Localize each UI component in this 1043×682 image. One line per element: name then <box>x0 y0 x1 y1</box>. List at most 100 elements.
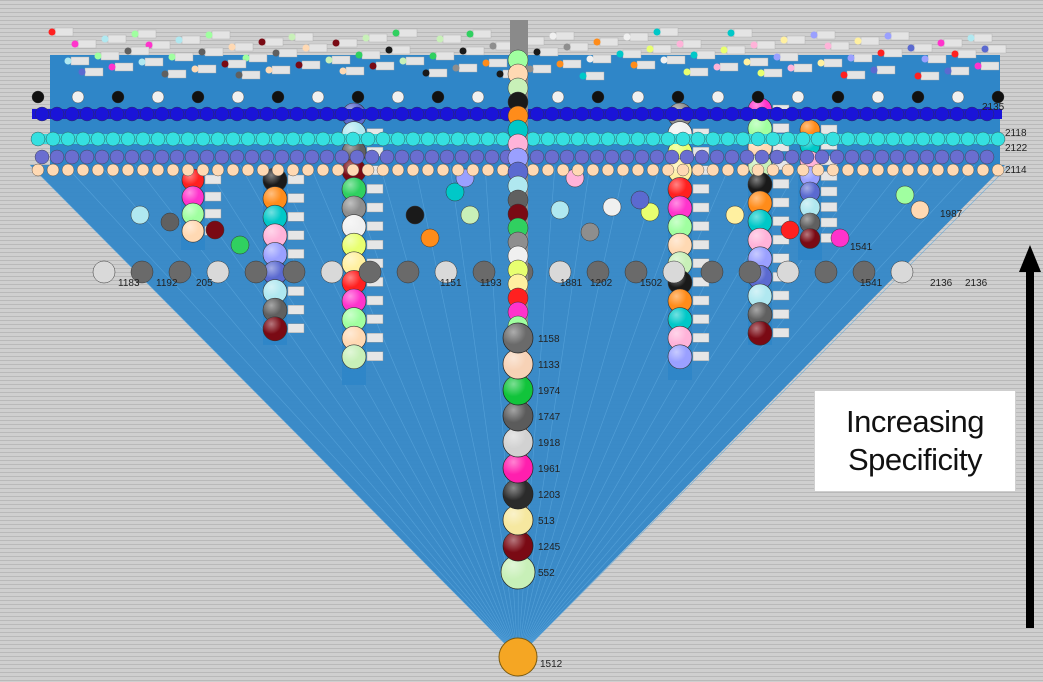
top-node[interactable] <box>550 33 557 40</box>
row-node[interactable] <box>662 164 674 176</box>
row-node[interactable] <box>812 164 824 176</box>
mid-node[interactable] <box>461 206 479 224</box>
row-node[interactable] <box>215 150 229 164</box>
row-node[interactable] <box>451 132 465 146</box>
top-node[interactable] <box>109 64 116 71</box>
row-node[interactable] <box>980 150 994 164</box>
top-node[interactable] <box>333 40 340 47</box>
row-node[interactable] <box>125 107 139 121</box>
row-node[interactable] <box>545 150 559 164</box>
row-node[interactable] <box>650 107 664 121</box>
mid-node[interactable] <box>603 198 621 216</box>
row-node[interactable] <box>395 107 409 121</box>
row-node[interactable] <box>601 132 615 146</box>
row-node[interactable] <box>80 107 94 121</box>
row-node[interactable] <box>32 91 44 103</box>
trunk-node[interactable] <box>503 479 533 509</box>
row-node[interactable] <box>890 150 904 164</box>
row-node[interactable] <box>290 107 304 121</box>
row-node[interactable] <box>350 150 364 164</box>
row-node[interactable] <box>275 107 289 121</box>
row-node[interactable] <box>767 164 779 176</box>
row-node[interactable] <box>260 107 274 121</box>
row-node[interactable] <box>725 107 739 121</box>
top-node[interactable] <box>139 59 146 66</box>
top-node[interactable] <box>631 62 638 69</box>
row-node[interactable] <box>421 132 435 146</box>
row-node[interactable] <box>422 164 434 176</box>
top-node[interactable] <box>811 32 818 39</box>
row-node[interactable] <box>361 132 375 146</box>
row-node[interactable] <box>556 132 570 146</box>
row-node[interactable] <box>785 107 799 121</box>
top-node[interactable] <box>885 33 892 40</box>
row-node[interactable] <box>917 164 929 176</box>
row-node[interactable] <box>736 132 750 146</box>
mid-node[interactable] <box>581 223 599 241</box>
row-node[interactable] <box>335 107 349 121</box>
row-node[interactable] <box>211 132 225 146</box>
row-node[interactable] <box>440 107 454 121</box>
row-node[interactable] <box>912 91 924 103</box>
row-node[interactable] <box>962 164 974 176</box>
row-node[interactable] <box>136 132 150 146</box>
row-node[interactable] <box>140 150 154 164</box>
row-node[interactable] <box>470 107 484 121</box>
row-node[interactable] <box>766 132 780 146</box>
row-node[interactable] <box>72 91 84 103</box>
row-node[interactable] <box>961 132 975 146</box>
grey-row-node[interactable] <box>663 261 685 283</box>
top-node[interactable] <box>982 46 989 53</box>
top-node[interactable] <box>132 31 139 38</box>
grey-row-node[interactable] <box>93 261 115 283</box>
top-node[interactable] <box>95 53 102 60</box>
top-node[interactable] <box>176 37 183 44</box>
row-node[interactable] <box>605 107 619 121</box>
row-node[interactable] <box>752 91 764 103</box>
row-node[interactable] <box>257 164 269 176</box>
row-node[interactable] <box>890 107 904 121</box>
row-node[interactable] <box>47 164 59 176</box>
top-node[interactable] <box>326 57 333 64</box>
top-node[interactable] <box>266 67 273 74</box>
row-node[interactable] <box>830 150 844 164</box>
row-node[interactable] <box>395 150 409 164</box>
top-node[interactable] <box>714 64 721 71</box>
row-node[interactable] <box>230 150 244 164</box>
row-node[interactable] <box>785 150 799 164</box>
row-node[interactable] <box>347 164 359 176</box>
row-node[interactable] <box>107 164 119 176</box>
row-node[interactable] <box>552 91 564 103</box>
row-node[interactable] <box>272 91 284 103</box>
row-node[interactable] <box>305 150 319 164</box>
top-node[interactable] <box>296 62 303 69</box>
row-node[interactable] <box>672 91 684 103</box>
mid-node[interactable] <box>631 191 649 209</box>
top-node[interactable] <box>437 36 444 43</box>
top-node[interactable] <box>855 38 862 45</box>
row-node[interactable] <box>50 150 64 164</box>
row-node[interactable] <box>710 150 724 164</box>
row-node[interactable] <box>92 164 104 176</box>
row-node[interactable] <box>800 107 814 121</box>
top-node[interactable] <box>751 42 758 49</box>
mid-node[interactable] <box>161 213 179 231</box>
row-node[interactable] <box>755 107 769 121</box>
top-node[interactable] <box>423 70 430 77</box>
row-node[interactable] <box>590 150 604 164</box>
row-node[interactable] <box>181 132 195 146</box>
row-node[interactable] <box>320 150 334 164</box>
row-node[interactable] <box>830 107 844 121</box>
top-node[interactable] <box>945 68 952 75</box>
row-node[interactable] <box>440 150 454 164</box>
grey-row-node[interactable] <box>245 261 267 283</box>
row-node[interactable] <box>272 164 284 176</box>
top-node[interactable] <box>393 30 400 37</box>
row-node[interactable] <box>167 164 179 176</box>
top-node[interactable] <box>691 52 698 59</box>
mid-node[interactable] <box>896 186 914 204</box>
row-node[interactable] <box>932 164 944 176</box>
row-node[interactable] <box>170 150 184 164</box>
top-node[interactable] <box>65 58 72 65</box>
row-node[interactable] <box>335 150 349 164</box>
